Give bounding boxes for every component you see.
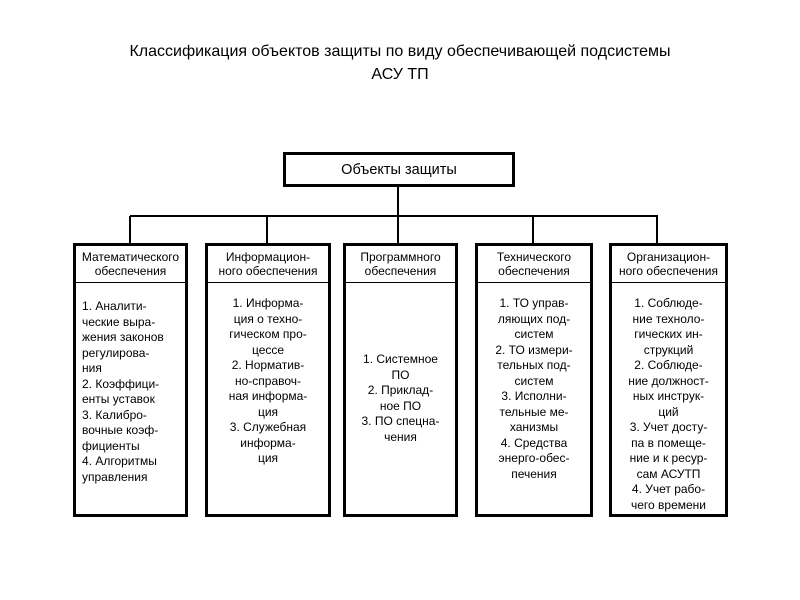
- column-3-body: 1. Системное ПО 2. Приклад- ное ПО 3. ПО…: [361, 352, 440, 444]
- root-node-label: Объекты защиты: [341, 161, 457, 178]
- connector-horizontal-line: [130, 215, 658, 217]
- column-2-body: 1. Информа- ция о техно- гическом про- ц…: [228, 296, 308, 465]
- column-2-header: Информацион- ного обеспечения: [208, 246, 328, 283]
- connector-drop-5: [656, 216, 658, 243]
- column-5-body: 1. Соблюде- ние техноло- гических ин- ст…: [628, 296, 709, 512]
- connector-drop-1: [129, 216, 131, 243]
- connector-drop-3: [397, 216, 399, 243]
- root-node: Объекты защиты: [283, 152, 515, 187]
- column-1-header: Математического обеспечения: [76, 246, 185, 283]
- column-3: Программного обеспечения 1. Системное ПО …: [343, 243, 458, 517]
- connector-root-stem: [397, 187, 399, 217]
- column-4-body: 1. ТО управ- ляющих под- систем 2. ТО из…: [495, 296, 573, 481]
- column-5: Организацион- ного обеспечения 1. Соблюде…: [609, 243, 728, 517]
- column-5-header: Организацион- ного обеспечения: [612, 246, 725, 283]
- column-1-body: 1. Аналити- ческие выра- жения законов р…: [82, 299, 164, 484]
- connector-drop-4: [532, 216, 534, 243]
- column-1: Математического обеспечения 1. Аналити- ч…: [73, 243, 188, 517]
- column-4: Технического обеспечения 1. ТО управ- ляю…: [475, 243, 593, 517]
- connector-drop-2: [266, 216, 268, 243]
- column-3-header: Программного обеспечения: [346, 246, 455, 283]
- page-title: Классификация объектов защиты по виду об…: [129, 43, 671, 83]
- column-2: Информацион- ного обеспечения 1. Информа-…: [205, 243, 331, 517]
- column-4-header: Технического обеспечения: [478, 246, 590, 283]
